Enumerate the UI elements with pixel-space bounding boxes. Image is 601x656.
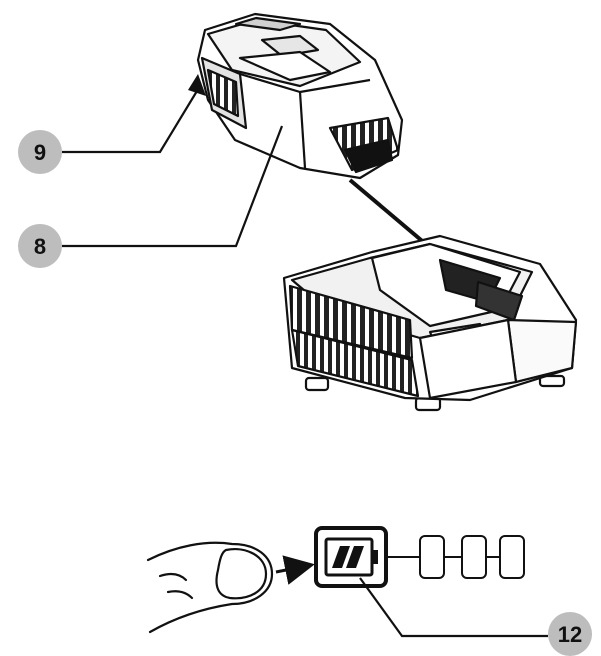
charge-bar-2 [346,546,364,568]
callout-9-badge [18,130,62,174]
callout-12-badge [548,612,592,656]
callout-12-label: 12 [558,622,582,647]
callout-12: 12 [359,577,592,656]
charge-bar-1 [332,546,350,568]
level-cell-2 [461,535,487,579]
charger-base-icon [282,234,578,412]
callout-9-label: 9 [34,140,46,165]
callout-8-label: 8 [34,234,46,259]
callout-9-arrowhead [188,74,206,96]
battery-level-indicator-icon [314,526,525,588]
finger-press-icon [146,541,274,634]
callout-8-badge [18,224,62,268]
level-cell-1 [419,535,445,579]
press-arrow [275,555,315,585]
callout-9: 9 [18,74,206,174]
level-cell-3 [499,535,525,579]
callout-8: 8 [18,125,284,268]
battery-pack-icon [196,12,404,180]
